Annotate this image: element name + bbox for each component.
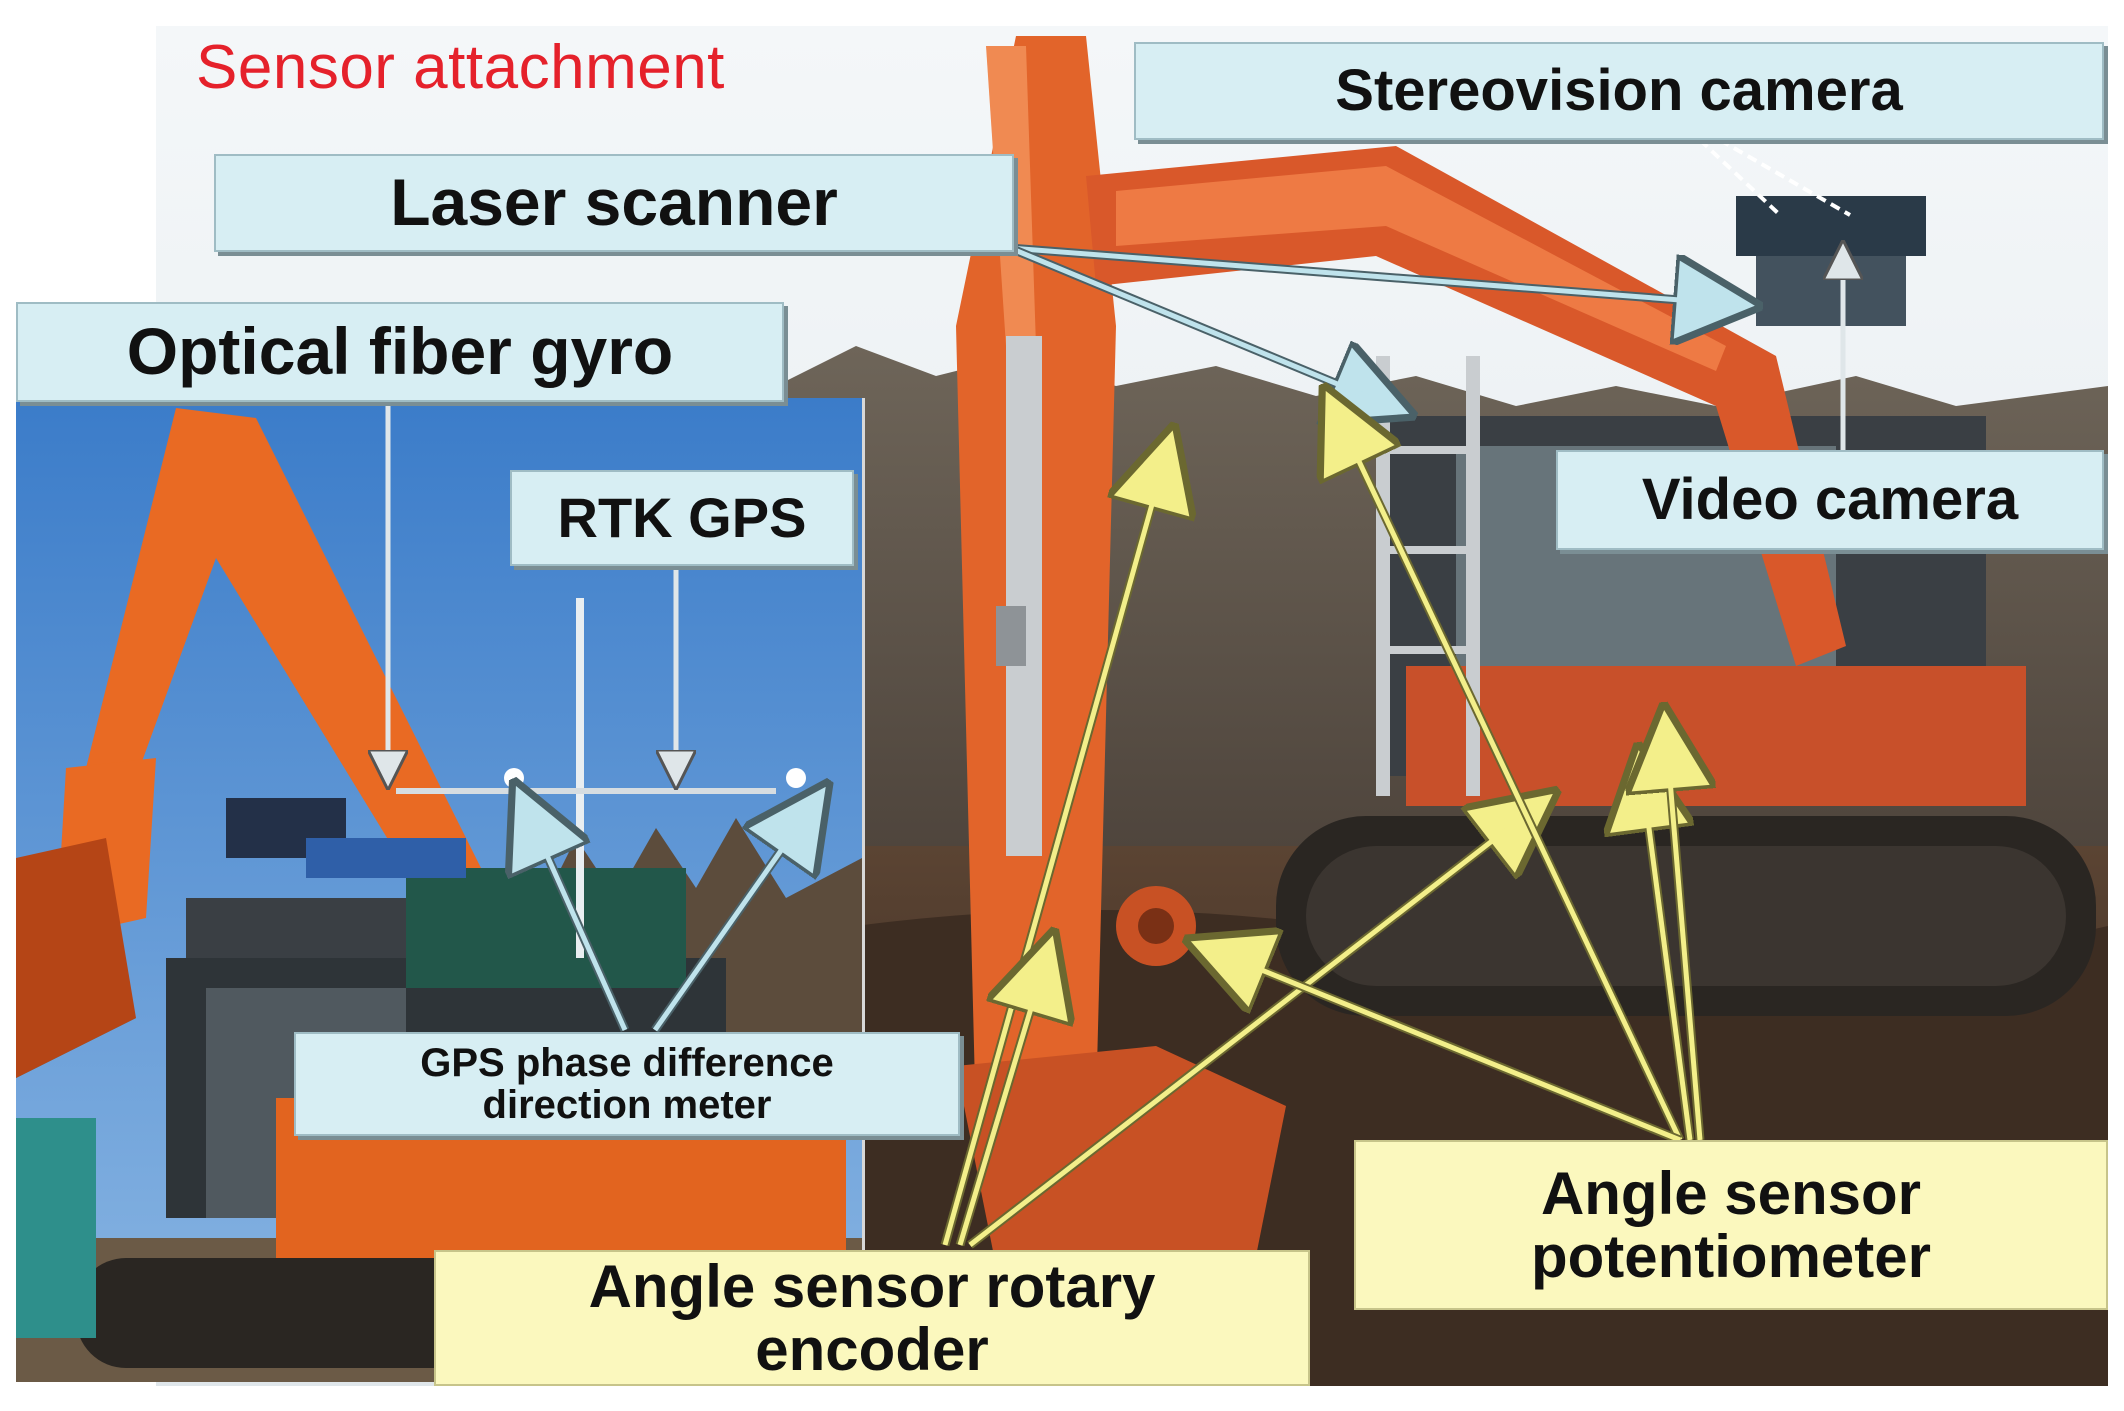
- label-gps-phase-difference: GPS phase difference direction meter: [294, 1032, 960, 1136]
- label-stereovision-camera: Stereovision camera: [1134, 42, 2104, 140]
- figure-title: Sensor attachment: [196, 33, 725, 102]
- label-video-camera: Video camera: [1556, 450, 2104, 550]
- angle-pot-line1-text: Angle sensor: [1540, 1160, 1922, 1227]
- video-camera-text: Video camera: [1641, 466, 2019, 532]
- angle-rot-line1-text: Angle sensor rotary: [588, 1253, 1156, 1320]
- label-angle-sensor-rotary-encoder: Angle sensor rotary encoder: [434, 1250, 1310, 1386]
- gps-phase-line1-text: GPS phase difference: [420, 1041, 834, 1085]
- angle-pot-line2-text: potentiometer: [1530, 1223, 1932, 1290]
- laser-scanner-text: Laser scanner: [390, 165, 838, 240]
- label-optical-fiber-gyro: Optical fiber gyro: [16, 302, 784, 402]
- label-rtk-gps: RTK GPS: [510, 470, 854, 566]
- stereovision-camera-text: Stereovision camera: [1335, 57, 1903, 123]
- label-angle-sensor-potentiometer: Angle sensor potentiometer: [1354, 1140, 2108, 1310]
- optical-fiber-gyro-text: Optical fiber gyro: [126, 314, 674, 389]
- label-laser-scanner: Laser scanner: [214, 154, 1014, 252]
- rtk-gps-text: RTK GPS: [557, 485, 807, 549]
- gps-phase-line2-text: direction meter: [482, 1083, 772, 1127]
- angle-rot-line2-text: encoder: [755, 1316, 989, 1383]
